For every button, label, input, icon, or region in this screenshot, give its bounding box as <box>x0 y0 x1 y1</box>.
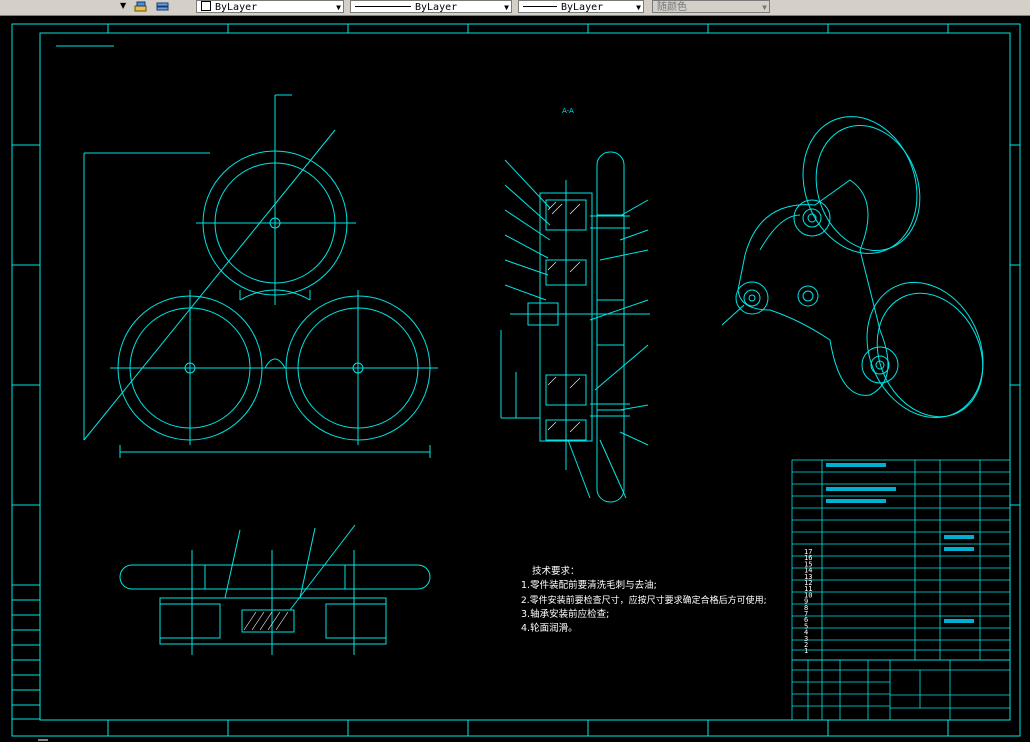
lineweight-control-select[interactable]: ByLayer ▼ <box>518 0 644 13</box>
svg-text:A-A: A-A <box>562 107 574 115</box>
bom-row-number: 9 <box>804 598 808 606</box>
outer-frame <box>11 23 1021 737</box>
bom-row-number: 8 <box>804 604 808 612</box>
lineweight-sample-icon <box>523 6 557 7</box>
chevron-down-icon[interactable]: ▼ <box>762 3 767 12</box>
title-block <box>791 659 1011 721</box>
bom-row-number: 10 <box>804 591 812 599</box>
tech-req-item: 1.零件装配前要清洗毛刺与去油; <box>521 579 657 591</box>
tech-req-item: 2.零件安装前要检查尺寸，应按尺寸要求确定合格后方可使用; <box>521 594 767 606</box>
zone-ticks <box>12 24 1020 736</box>
plotstyle-control-label: 随颜色 <box>657 2 687 13</box>
inner-frame <box>39 32 1011 721</box>
bom-row-number: 1 <box>804 647 808 655</box>
dropdown-arrow-icon[interactable]: ▼ <box>120 1 127 10</box>
bom-row-number: 16 <box>804 554 812 562</box>
layer-previous-icon[interactable] <box>156 1 170 13</box>
bom-row-number: 17 <box>804 548 812 556</box>
color-control-select[interactable]: ByLayer ▼ <box>196 0 344 13</box>
section-hatch <box>547 201 581 433</box>
bom-row-number: 11 <box>804 585 812 593</box>
bom-row-number: 7 <box>804 610 808 618</box>
bom-table <box>791 459 1011 661</box>
bom-row-number: 15 <box>804 560 812 568</box>
linetype-sample-icon <box>355 6 411 7</box>
bom-row-number: 3 <box>804 635 808 643</box>
bom-row-number: 6 <box>804 616 808 624</box>
tech-req-heading: 技术要求： <box>532 565 580 577</box>
isometric-view <box>721 116 984 419</box>
linetype-control-select[interactable]: ByLayer ▼ <box>350 0 512 13</box>
top-view-hatch <box>243 611 289 631</box>
plotstyle-control-select[interactable]: 随颜色 ▼ <box>652 0 770 13</box>
bom-row-number: 14 <box>804 567 812 575</box>
color-swatch-icon <box>201 1 211 11</box>
tech-req-item: 4.轮面润滑。 <box>521 622 578 634</box>
linetype-control-label: ByLayer <box>415 2 458 13</box>
properties-toolbar: ▼ ByLayer ▼ ByLayer ▼ ByLayer ▼ 随颜色 ▼ <box>0 0 1030 16</box>
bom-row-number: 4 <box>804 629 808 637</box>
bom-row-number: 5 <box>804 622 808 630</box>
tech-req-item: 3.轴承安装前应检查; <box>521 608 609 620</box>
chevron-down-icon[interactable]: ▼ <box>504 3 509 12</box>
bom-row-number: 13 <box>804 573 812 581</box>
chevron-down-icon[interactable]: ▼ <box>336 3 341 12</box>
bom-highlights <box>826 463 974 623</box>
section-view: A-A <box>500 107 650 503</box>
binding-margin-table <box>11 584 41 720</box>
layer-states-icon[interactable] <box>134 1 148 13</box>
bom-row-number: 2 <box>804 641 808 649</box>
front-view-wheels <box>83 94 438 458</box>
lineweight-control-label: ByLayer <box>561 2 604 13</box>
bom-row-number: 12 <box>804 579 812 587</box>
top-view <box>119 524 431 655</box>
technical-requirements: 技术要求： 1.零件装配前要清洗毛刺与去油; 2.零件安装前要检查尺寸，应按尺寸… <box>521 565 767 634</box>
cad-drawing-canvas[interactable]: A-A <box>0 16 1030 742</box>
chevron-down-icon[interactable]: ▼ <box>636 3 641 12</box>
color-control-label: ByLayer <box>215 2 258 13</box>
